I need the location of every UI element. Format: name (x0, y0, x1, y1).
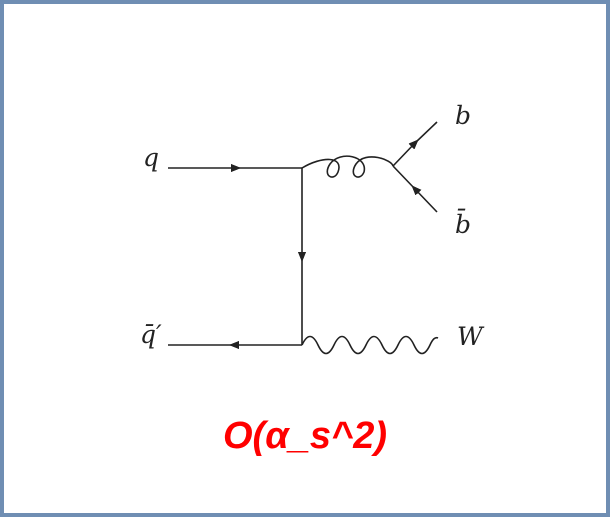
label-q: q (143, 143, 159, 172)
anti-b-quark-line (392, 165, 438, 213)
label-q-bar-prime: q̄′ (140, 320, 162, 349)
order-label: O(α_s^2) (222, 415, 388, 457)
gluon-line (301, 155, 394, 178)
b-quark-line (392, 121, 438, 167)
label-b-bar: b̄ (455, 210, 471, 239)
label-w: W (457, 322, 485, 351)
label-b: b (455, 101, 471, 130)
w-boson-line (301, 335, 439, 355)
